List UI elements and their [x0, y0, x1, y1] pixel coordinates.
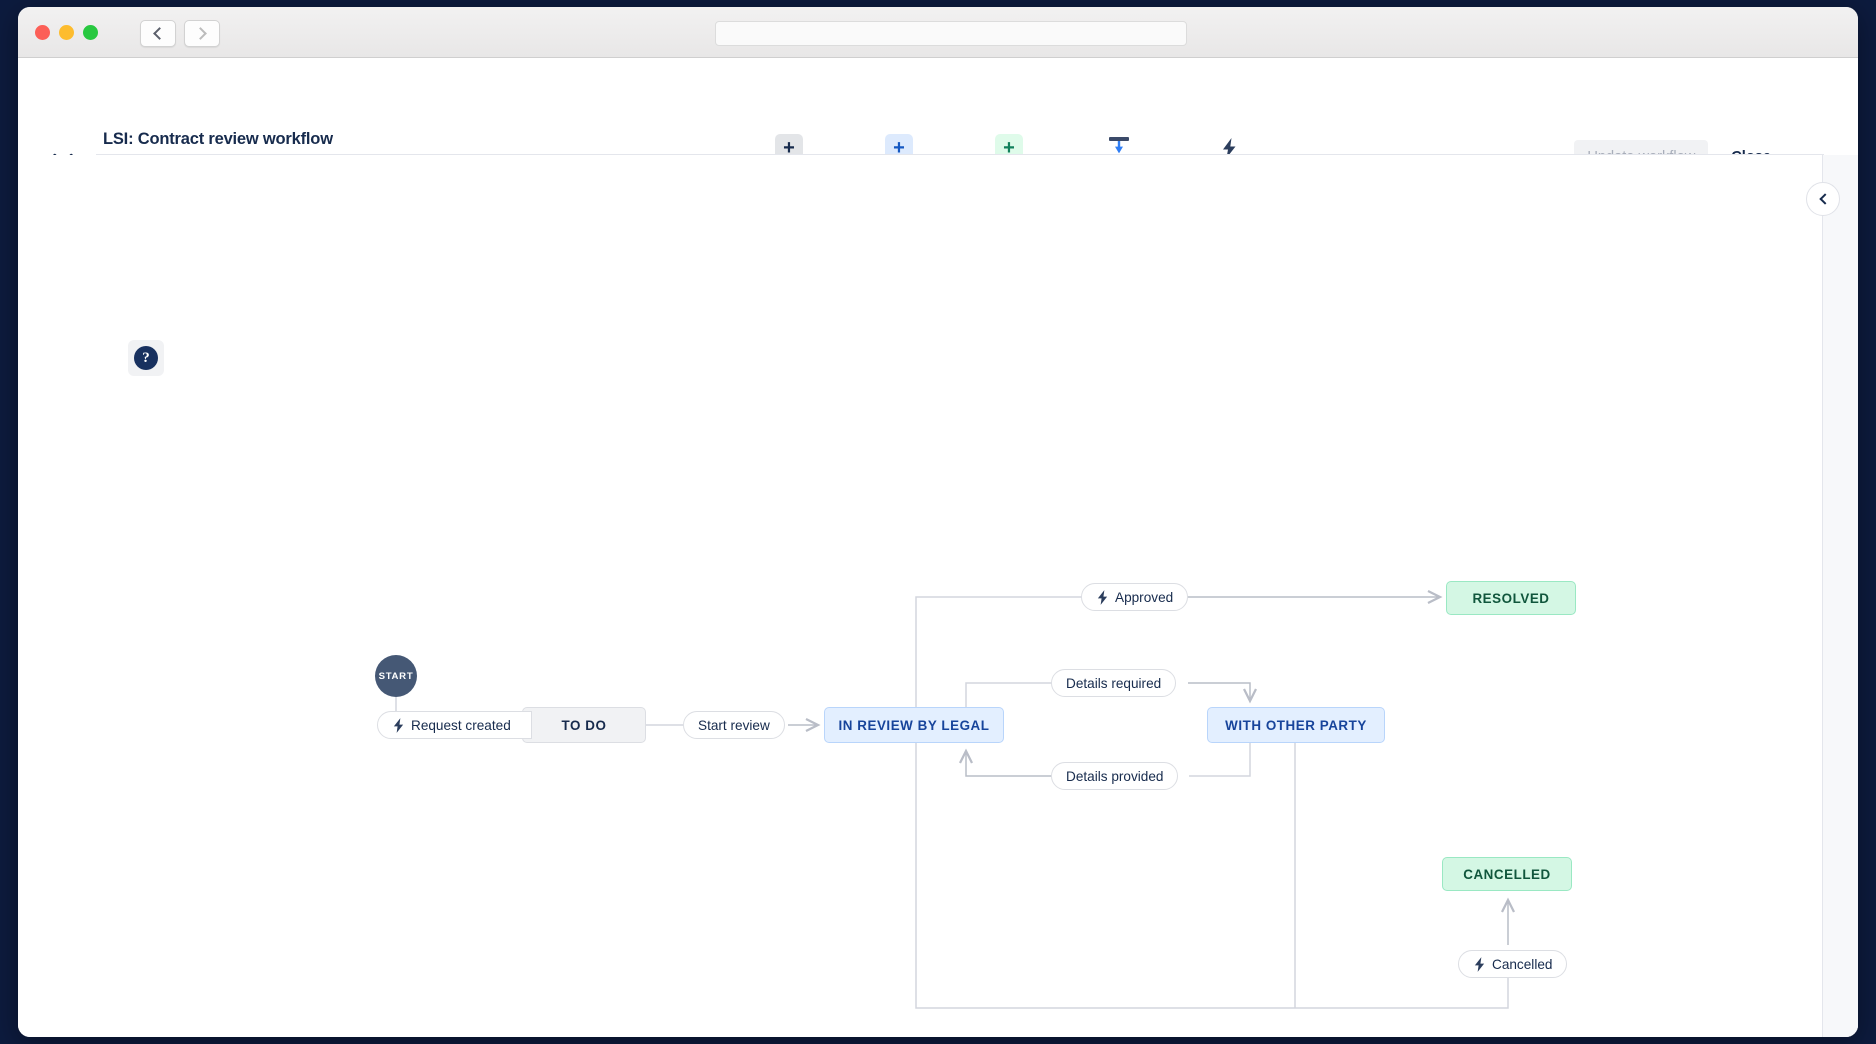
- collapse-panel-button[interactable]: [1806, 182, 1840, 216]
- transition-details-provided-label: Details provided: [1066, 768, 1164, 784]
- node-start[interactable]: START: [375, 655, 417, 697]
- transition-details-provided[interactable]: Details provided: [1051, 762, 1179, 790]
- transition-approved-label: Approved: [1115, 589, 1174, 605]
- lightning-bolt-icon: [393, 717, 404, 733]
- chevron-left-icon: [153, 27, 166, 40]
- chevron-left-icon: [1818, 193, 1831, 205]
- lightning-bolt-icon: [1215, 134, 1243, 162]
- workflow-canvas[interactable]: ?: [18, 155, 1858, 1037]
- transition-start-review-label: Start review: [698, 717, 770, 733]
- help-icon: ?: [134, 346, 158, 370]
- back-button[interactable]: [140, 20, 176, 47]
- chevron-right-icon: [194, 27, 207, 40]
- node-with-other-party[interactable]: WITH OTHER PARTY: [1207, 707, 1385, 743]
- node-resolved[interactable]: RESOLVED: [1446, 581, 1576, 615]
- transition-approved[interactable]: Approved: [1081, 583, 1189, 611]
- workflow-edges: [395, 589, 1516, 1009]
- close-window-button[interactable]: [35, 25, 50, 40]
- browser-window: LSI: Contract review workflow Used in 1 …: [18, 7, 1858, 1037]
- header-divider: [96, 154, 1824, 155]
- minimize-window-button[interactable]: [59, 25, 74, 40]
- browser-title-bar: [18, 7, 1858, 58]
- node-cancelled[interactable]: CANCELLED: [1442, 857, 1572, 891]
- lightning-bolt-icon: [1474, 956, 1485, 972]
- lightning-bolt-icon: [1097, 589, 1108, 605]
- maximize-window-button[interactable]: [83, 25, 98, 40]
- url-bar[interactable]: [715, 21, 1187, 46]
- transition-details-required[interactable]: Details required: [1051, 669, 1177, 697]
- help-button[interactable]: ?: [128, 340, 164, 376]
- transition-details-required-label: Details required: [1066, 675, 1162, 691]
- transition-cancelled-label: Cancelled: [1492, 956, 1553, 972]
- canvas-scroll-gutter[interactable]: [1822, 155, 1858, 1037]
- browser-nav-buttons: [140, 20, 220, 47]
- transition-request-created[interactable]: Request created: [377, 711, 532, 739]
- node-to-do[interactable]: TO DO: [522, 707, 646, 743]
- workflow-header: LSI: Contract review workflow Used in 1 …: [18, 58, 1858, 185]
- forward-button[interactable]: [184, 20, 220, 47]
- page-title: LSI: Contract review workflow: [103, 130, 333, 148]
- transition-request-created-label: Request created: [411, 717, 511, 733]
- transition-cancelled[interactable]: Cancelled: [1458, 950, 1568, 978]
- traffic-lights: [35, 25, 98, 40]
- transition-start-review[interactable]: Start review: [683, 711, 785, 739]
- node-in-review-by-legal[interactable]: IN REVIEW BY LEGAL: [824, 707, 1004, 743]
